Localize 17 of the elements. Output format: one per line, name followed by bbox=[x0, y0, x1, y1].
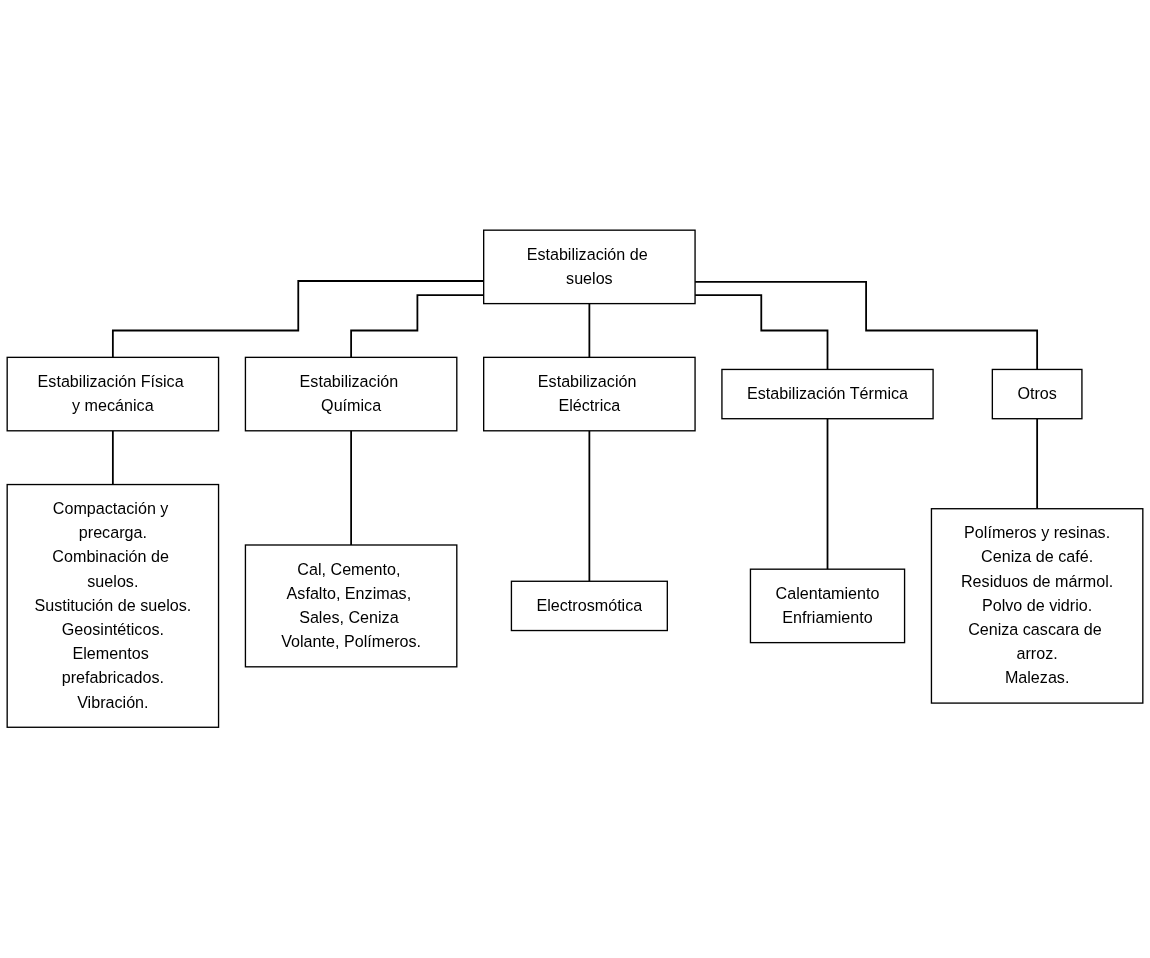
connector bbox=[350, 430, 352, 547]
connector bbox=[588, 430, 591, 583]
connector bbox=[588, 303, 591, 359]
node-box: Estabilización Física y mecánica bbox=[6, 356, 220, 432]
node-box: Otros bbox=[991, 369, 1083, 420]
node-box: Polímeros y resinas. Ceniza de café. Residuos de mármol. Polvo de vidrio. Ceniza cascara de arroz. Malezas. bbox=[930, 508, 1144, 705]
node-box: Calentamiento Enfriamiento bbox=[749, 568, 906, 644]
connector bbox=[826, 418, 829, 571]
node-box: Estabilización Térmica bbox=[721, 369, 934, 420]
connector bbox=[1036, 418, 1039, 510]
node-box: Cal, Cemento, Asfalto, Enzimas, Sales, Ceniza Volante, Polímeros. bbox=[244, 544, 458, 668]
node-box: Estabilización Química bbox=[244, 356, 458, 432]
node-box: Estabilización de suelos bbox=[483, 229, 696, 305]
node-box: Estabilización Eléctrica bbox=[483, 356, 696, 432]
node-box: Compactación y precarga. Combinación de suelos. Sustitución de suelos. Geosintéticos. Elementos prefabricados. Vibración. bbox=[6, 484, 220, 729]
connector bbox=[111, 430, 114, 486]
node-box: Electrosmótica bbox=[510, 580, 668, 632]
